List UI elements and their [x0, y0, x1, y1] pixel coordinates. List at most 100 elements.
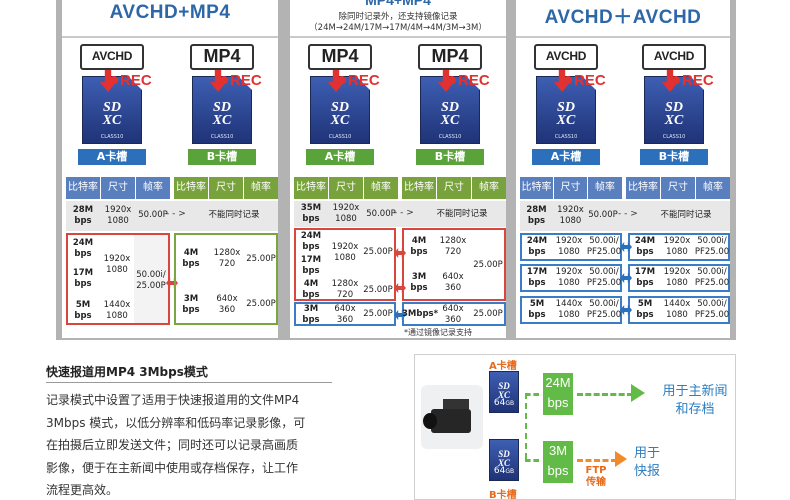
arrow-to-b-rate — [525, 459, 539, 471]
rec-dot-icon — [220, 76, 228, 84]
bitrate-cell: 5M bps — [528, 299, 546, 320]
bitrate-cell: 3M bps — [182, 294, 200, 315]
slot-a-label: A卡槽 — [489, 361, 517, 372]
link-arrow-icon — [394, 283, 406, 293]
panel-title: MP4+MP4 — [365, 0, 431, 8]
size-cell: 1920x 1080 — [331, 242, 359, 263]
panel-title: AVCHD+MP4 — [109, 2, 231, 23]
size-cell: 1920x 1080 — [104, 205, 132, 226]
avchd-logo: AVCHD — [534, 44, 598, 70]
link-arrow-icon — [620, 273, 632, 283]
fps-cell: 50.00P — [588, 210, 618, 220]
header-bitrate: 比特率 — [626, 177, 660, 199]
slot-b-label: B卡槽 — [416, 149, 484, 165]
rate-3m-box: 3M bps — [543, 441, 573, 483]
header-fps: 帧率 — [136, 177, 170, 199]
size-cell: 640x 360 — [216, 294, 238, 315]
camcorder-body — [431, 409, 471, 433]
body-line: 在拍摄后立即发送文件；同时还可以记录高画质 — [46, 438, 299, 452]
bitrate-cell: 17M bps — [300, 255, 322, 276]
connector-line — [525, 393, 527, 459]
divider — [290, 36, 506, 38]
header-size: 尺寸 — [554, 177, 587, 199]
size-cell: 640x 360 — [442, 304, 464, 325]
header-fps: 帧率 — [472, 177, 506, 199]
size-cell: 1920x 1080 — [663, 267, 691, 288]
slot-b-group — [402, 228, 506, 301]
camcorder-lens — [423, 413, 437, 429]
dashed-arrow: - - > — [394, 208, 414, 218]
mirror-arrow-icon — [394, 310, 406, 320]
header-fps: 帧率 — [244, 177, 278, 199]
fps-cell: 50.00i/ PF25.00 — [586, 299, 622, 320]
body-line: 流程更高效。 — [46, 483, 119, 497]
size-cell: 1280x 720 — [439, 236, 467, 257]
panel-title: AVCHD＋AVCHD — [544, 7, 702, 28]
rec-dot-icon — [448, 76, 456, 84]
rec-dot-icon — [110, 76, 118, 84]
bitrate-cell: 4M bps — [302, 279, 320, 300]
rec-label: REC — [564, 72, 606, 89]
slot-a-group — [294, 228, 396, 301]
fps-column — [134, 235, 168, 323]
header-bitrate: 比特率 — [294, 177, 328, 199]
rec-dot-icon — [672, 76, 680, 84]
section-title: 快速报道用MP4 3Mbps模式 — [46, 365, 208, 379]
bitrate-cell: 3M bps — [302, 304, 320, 325]
fps-cell: 50.00i/ PF25.00 — [586, 236, 622, 257]
slot-a-group — [66, 233, 170, 325]
not-simultaneous-note: 不能同时记录 — [208, 210, 260, 220]
link-arrow-icon — [166, 278, 178, 288]
bitrate-cell: 4M bps — [410, 236, 428, 257]
rec-dot-icon — [564, 76, 572, 84]
fps-cell: 25.00P — [473, 260, 503, 270]
bitrate-cell: 17M bps — [634, 267, 656, 288]
divider — [62, 36, 278, 38]
size-cell: 1920x 1080 — [555, 236, 583, 257]
size-cell: 1280x 720 — [213, 248, 241, 269]
body-line: 3Mbps 模式，以低分辨率和低码率记录影像，可 — [46, 415, 306, 430]
ftp-arrow — [577, 459, 617, 462]
bitrate-cell: 4M bps — [182, 248, 200, 269]
divider — [516, 36, 730, 38]
rec-label: REC — [338, 72, 380, 89]
size-cell: 1280x 720 — [331, 279, 359, 300]
header-size: 尺寸 — [661, 177, 695, 199]
ftp-label: FTP 传输 — [585, 465, 607, 488]
rec-label: REC — [448, 72, 490, 89]
header-size: 尺寸 — [437, 177, 471, 199]
bitrate-cell: 3M bps — [410, 272, 428, 293]
size-cell: 1440x 1080 — [555, 299, 583, 320]
bitrate-cell: 24M bps — [300, 231, 322, 252]
table-row — [294, 201, 506, 227]
header-size: 尺寸 — [209, 177, 243, 199]
rec-dot-icon — [338, 76, 346, 84]
body-line: 影像，便于在主新闻中使用或存档保存，让工作 — [46, 460, 299, 475]
bitrate-cell: 28M bps — [526, 205, 547, 226]
breaking-news-text: 用于 快报 — [633, 446, 660, 479]
header-size: 尺寸 — [101, 177, 135, 199]
size-cell: 1920x 1080 — [557, 205, 584, 226]
rec-label: REC — [110, 72, 152, 89]
slot-a-label: A卡槽 — [306, 149, 374, 165]
slot-b-mirror-row — [402, 302, 506, 326]
link-arrow-icon — [620, 305, 632, 315]
fps-cell: 50.00i/ PF25.00 — [586, 267, 622, 288]
fps-cell: 25.00P — [246, 299, 276, 309]
mirror-footnote: *通过镜像记录支持 — [404, 328, 472, 337]
header-bitrate: 比特率 — [520, 177, 553, 199]
camcorder-icon — [421, 385, 483, 449]
panel-body: MP4+MP4 除同时记录外，还支持镜像记录 （24M→24M/17M→17M/… — [290, 0, 506, 338]
bitrate-cell: 35M bps — [300, 203, 322, 224]
rec-label: REC — [220, 72, 262, 89]
fps-cell: 50.00P — [366, 209, 396, 219]
table-row — [520, 201, 730, 231]
size-cell: 1440x 1080 — [103, 300, 131, 321]
size-cell: 1920x 1080 — [103, 254, 131, 275]
